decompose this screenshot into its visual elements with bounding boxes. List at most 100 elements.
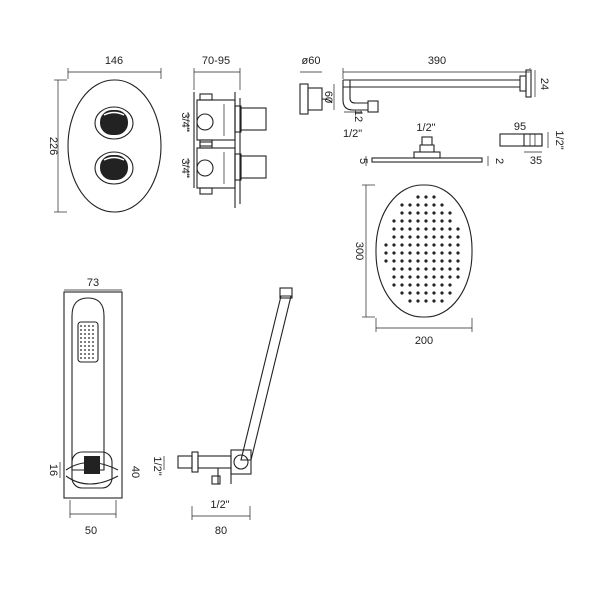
nozzle-dot [400, 235, 404, 239]
handset-nozzle-dot [80, 325, 82, 327]
nozzle-dot [448, 259, 452, 263]
nozzle-dot [424, 203, 428, 207]
handset-width-label: 73 [87, 277, 99, 289]
nozzle-dot [432, 227, 436, 231]
nozzle-dot [384, 251, 388, 255]
nozzle-dot [448, 227, 452, 231]
nozzle-dot [392, 259, 396, 263]
nozzle-dot [424, 259, 428, 263]
plate-height-label: 226 [47, 137, 59, 155]
handset-nozzle-dot [84, 353, 86, 355]
nozzle-dot [456, 235, 460, 239]
riser-thread-label: 1/2" [151, 456, 163, 475]
nozzle-dot [400, 275, 404, 279]
lower-knob [100, 155, 128, 180]
nozzle-dot [440, 275, 444, 279]
nozzle-dot [448, 275, 452, 279]
elbow-dimensions: 1/2" 1/2" 80 [151, 456, 251, 537]
nozzle-dot [416, 243, 420, 247]
nozzle-dot [408, 299, 412, 303]
nozzle-dot [424, 243, 428, 247]
nozzle-dot [456, 275, 460, 279]
handset-nozzle-dot [84, 337, 86, 339]
nozzle-dot [424, 291, 428, 295]
nozzle-dot [392, 219, 396, 223]
nozzle-dot [432, 243, 436, 247]
plate-width-dimension: 146 [67, 55, 162, 79]
nozzle-dot [456, 259, 460, 263]
handset-nozzle-dot [80, 337, 82, 339]
outlet-depth-label: 35 [530, 155, 542, 167]
handset-nozzle-dot [80, 345, 82, 347]
nozzle-dot [416, 235, 420, 239]
nozzle-dot [392, 267, 396, 271]
nozzle-dot [392, 275, 396, 279]
valve-body [193, 92, 267, 208]
elbow-projection-label: 80 [215, 525, 227, 537]
lower-inlet-label: 3/4" [179, 158, 191, 177]
thread-depth-label: 12 [352, 110, 364, 122]
nozzle-dot [416, 195, 420, 199]
handset-nozzle-dot [92, 349, 94, 351]
handset-nozzle-dot [84, 349, 86, 351]
handset-nozzle-dot [92, 333, 94, 335]
handset-nozzle-dot [88, 325, 90, 327]
handset-nozzle-dot [92, 325, 94, 327]
nozzle-dot [432, 267, 436, 271]
nozzle-dot [408, 251, 412, 255]
flange-diameter-label: ø60 [302, 55, 321, 67]
nozzle-dot [416, 227, 420, 231]
head-thickness-left-label: 5 [357, 158, 369, 164]
nozzle-dot [392, 227, 396, 231]
nozzle-dot [448, 283, 452, 287]
nozzle-dot [400, 219, 404, 223]
arm-thread-label: 1/2" [343, 128, 362, 140]
nozzle-dot [408, 267, 412, 271]
nozzle-dot [392, 251, 396, 255]
nozzle-dot [424, 195, 428, 199]
arm-tube-label: 24 [538, 78, 550, 90]
nozzle-dot [432, 283, 436, 287]
nozzle-dot [448, 267, 452, 271]
nozzle-dot [416, 259, 420, 263]
control-plate [67, 79, 162, 213]
nozzle-dot [448, 211, 452, 215]
nozzle-dot [400, 203, 404, 207]
handset-nozzles [80, 325, 94, 359]
nozzle-dot [432, 211, 436, 215]
nozzle-dot [408, 259, 412, 263]
handset-nozzle-dot [80, 353, 82, 355]
nozzle-dot [408, 291, 412, 295]
upper-inlet-label: 3/4" [179, 112, 191, 131]
nozzle-dot [424, 299, 428, 303]
arm-dimensions: ø60 390 24 60 12 1/2" [300, 55, 550, 140]
handset-dimensions: 73 16 40 50 [47, 277, 141, 537]
nozzle-dot [408, 219, 412, 223]
handset-nozzle-dot [88, 341, 90, 343]
nozzle-dot [440, 299, 444, 303]
nozzle-dot [408, 211, 412, 215]
nozzle-dot [400, 267, 404, 271]
nozzle-dot [416, 291, 420, 295]
nozzle-dot [392, 235, 396, 239]
handset-nozzle-dot [80, 333, 82, 335]
nozzle-dot [432, 259, 436, 263]
nozzle-dot [448, 243, 452, 247]
nozzle-dot [392, 283, 396, 287]
nozzle-dot [424, 235, 428, 239]
plate-width-label: 146 [105, 55, 123, 67]
nozzle-dot [432, 235, 436, 239]
nozzle-dot [448, 251, 452, 255]
nozzle-dot [440, 283, 444, 287]
nozzle-dot [432, 299, 436, 303]
flange-depth-label: 60 [322, 91, 334, 103]
outlet-length-label: 95 [514, 121, 526, 133]
hose-outlet-height-label: 40 [129, 466, 141, 478]
handset-nozzle-dot [84, 341, 86, 343]
head-thickness-right-label: 2 [493, 158, 505, 164]
nozzle-dot [424, 275, 428, 279]
nozzle-dot [456, 227, 460, 231]
handset-nozzle-dot [88, 349, 90, 351]
shower-arm [299, 69, 532, 115]
